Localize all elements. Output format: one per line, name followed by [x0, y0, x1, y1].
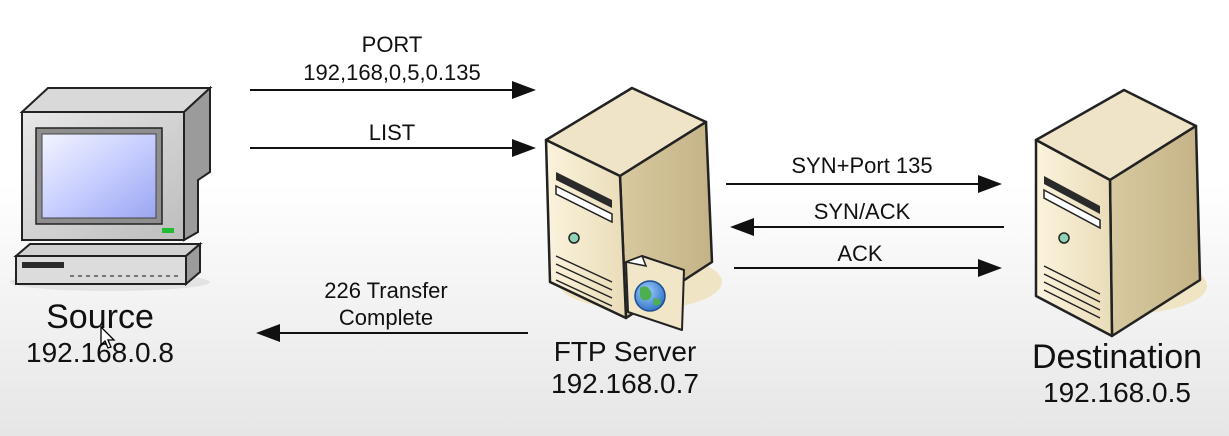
destination-server-icon [1034, 88, 1207, 338]
arrow-ack [734, 259, 1002, 277]
ftp-name: FTP Server [553, 336, 697, 367]
arrow-port [250, 81, 536, 99]
source-ip: 192.168.0.8 [26, 337, 174, 369]
source-node-label: Source 192.168.0.8 [0, 298, 200, 369]
source-name: Source [46, 298, 154, 336]
destination-ip: 192.168.0.5 [1043, 377, 1191, 409]
web-document-icon [623, 255, 685, 331]
destination-name: Destination [1031, 338, 1203, 376]
syn-port-label: SYN+Port 135 [791, 153, 933, 178]
ftp-ip: 192.168.0.7 [551, 368, 699, 400]
ack-label: ACK [837, 241, 883, 266]
destination-node-label: Destination 192.168.0.5 [1010, 338, 1224, 409]
arrow-syn-port [726, 175, 1002, 193]
mouse-cursor-icon [100, 326, 116, 349]
ftp-node-label: FTP Server 192.168.0.7 [520, 336, 730, 400]
list-command-label: LIST [368, 120, 416, 145]
transfer-complete-label: 226 Transfer Complete [324, 278, 448, 331]
port-command-label: PORT 192,168,0,5,0.135 [303, 32, 481, 86]
syn-ack-label: SYN/ACK [813, 199, 911, 224]
arrow-syn-ack [730, 218, 1004, 236]
arrow-transfer-complete [256, 324, 528, 342]
source-computer-icon [10, 85, 213, 291]
arrow-list [250, 139, 536, 157]
